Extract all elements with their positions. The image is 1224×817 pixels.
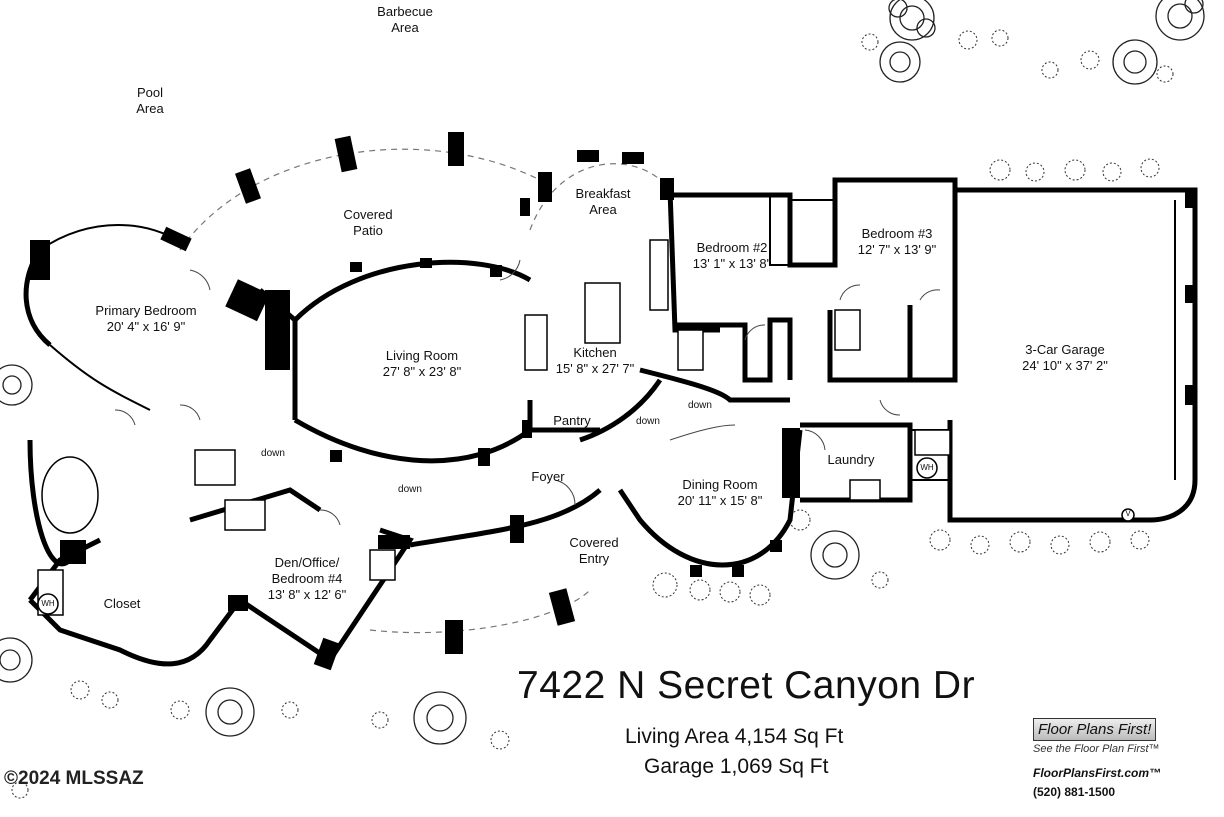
landscape-shrubs bbox=[11, 29, 1174, 799]
brand-phone: (520) 881-1500 bbox=[1033, 785, 1116, 799]
fixtures bbox=[37, 239, 1135, 616]
copyright-notice: ©2024 MLSSAZ bbox=[4, 768, 144, 789]
walls bbox=[23, 177, 1198, 667]
label-pantry: Pantry bbox=[553, 413, 591, 428]
columns bbox=[30, 132, 1197, 671]
brand-name: Floor Plans First! bbox=[1033, 718, 1157, 741]
landscape-trees bbox=[0, 0, 1205, 745]
note-down-hall: down bbox=[688, 400, 712, 411]
brand-logo: Floor Plans First! See the Floor Plan Fi… bbox=[1033, 718, 1183, 755]
label-foyer: Foyer bbox=[531, 469, 565, 484]
brand-url: FloorPlansFirst.com™ bbox=[1033, 766, 1162, 780]
vent-label: V bbox=[1125, 509, 1131, 518]
water-heater-label: WH bbox=[41, 599, 55, 608]
note-down-foyer: down bbox=[398, 484, 422, 495]
garage-area: Garage 1,069 Sq Ft bbox=[644, 755, 829, 778]
door-swings bbox=[114, 259, 941, 526]
brand-tagline: See the Floor Plan First™ bbox=[1033, 743, 1160, 755]
note-down-pantry: down bbox=[636, 416, 660, 427]
water-heater-label: WH bbox=[920, 463, 934, 472]
label-closet: Closet bbox=[103, 596, 141, 611]
label-laundry: Laundry bbox=[827, 452, 875, 467]
property-address: 7422 N Secret Canyon Dr bbox=[517, 664, 976, 707]
note-down-living: down bbox=[261, 448, 285, 459]
living-area: Living Area 4,154 Sq Ft bbox=[625, 725, 844, 748]
